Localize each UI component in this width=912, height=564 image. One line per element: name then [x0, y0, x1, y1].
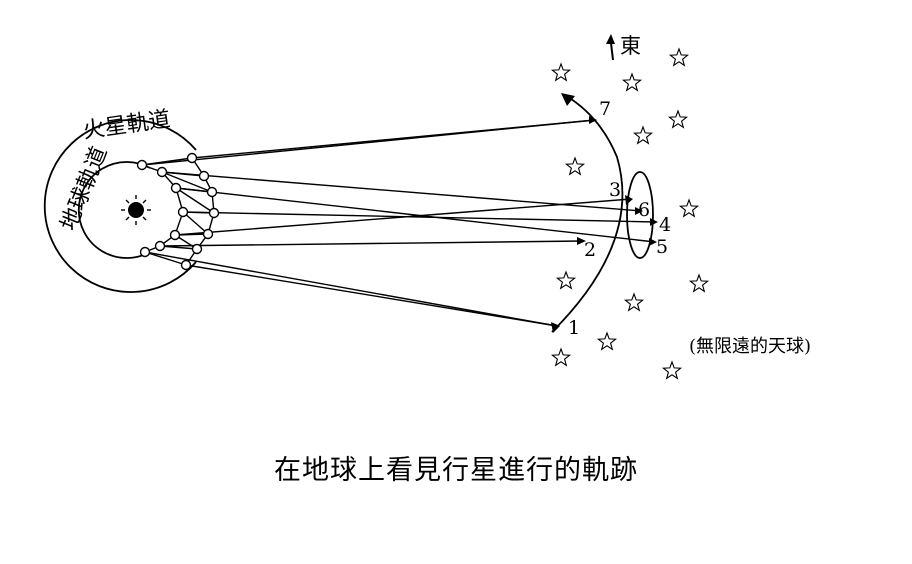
- mars-point-5: [206, 186, 218, 198]
- sphere-label: (無限遠的天球): [689, 336, 811, 357]
- sight-lines: [141, 119, 657, 327]
- earth-point-1: [139, 246, 151, 258]
- earth-point-7: [136, 159, 148, 171]
- star-icon: [550, 347, 572, 367]
- mars-orbit-label: 火星軌道: [81, 107, 172, 144]
- point-labels: 1 2 3 4 5 6 7: [568, 98, 671, 339]
- point-label-7: 7: [599, 98, 611, 120]
- star-icon: [668, 47, 690, 67]
- star-icon: [678, 198, 700, 218]
- earth-point-2: [154, 240, 166, 252]
- earth-orbit: [77, 161, 151, 259]
- retrograde-loop: [626, 171, 654, 259]
- mars-point-3: [202, 228, 214, 240]
- earth-orbit-label: 地球軌道: [56, 143, 112, 234]
- point-markers: [551, 116, 658, 333]
- star-icon: [688, 273, 710, 293]
- mars-point-4: [208, 207, 220, 219]
- earth-point-5: [170, 182, 182, 194]
- earth-point-6: [156, 166, 168, 178]
- star-icon: [632, 125, 654, 145]
- star-icon: [661, 360, 683, 380]
- diagram-caption: 在地球上看見行星進行的軌跡: [274, 455, 638, 486]
- star-icon: [667, 109, 689, 129]
- sun-icon: [121, 195, 151, 225]
- arc-arrow-icon: [561, 93, 575, 106]
- earth-point-3: [169, 229, 181, 241]
- north-arrow-icon: [606, 34, 615, 61]
- star-field: [550, 47, 710, 380]
- celestial-sphere-arc: [551, 93, 624, 333]
- point-label-4: 4: [659, 214, 671, 236]
- star-icon: [555, 270, 577, 290]
- point-label-5: 5: [656, 236, 668, 258]
- star-icon: [623, 292, 645, 312]
- earth-point-4: [177, 206, 189, 218]
- mars-point-1: [180, 259, 192, 271]
- mars-point-6: [198, 170, 210, 182]
- mars-orbit: [43, 119, 197, 293]
- star-icon: [621, 72, 643, 92]
- star-icon: [596, 331, 618, 351]
- mars-point-2: [191, 243, 203, 255]
- point-label-1: 1: [568, 317, 580, 339]
- orbit-points: [136, 152, 220, 271]
- point-label-3: 3: [609, 179, 621, 201]
- point-label-6: 6: [638, 199, 650, 221]
- point-label-2: 2: [584, 239, 596, 261]
- east-label: 東: [620, 34, 641, 58]
- star-icon: [550, 62, 572, 82]
- mars-point-7: [186, 152, 198, 164]
- star-icon: [564, 156, 586, 176]
